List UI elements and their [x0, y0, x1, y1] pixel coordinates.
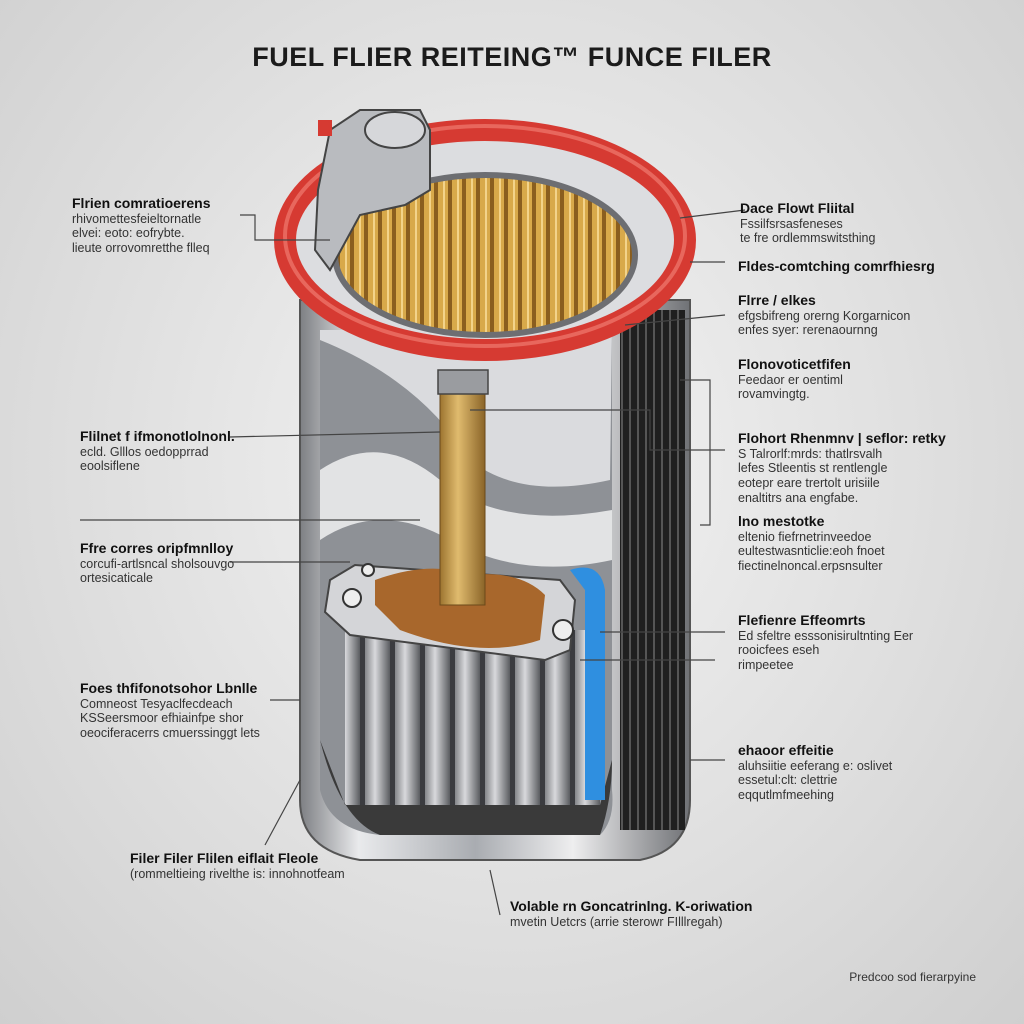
- left-leader-lines: [80, 214, 501, 916]
- label-left-3-line: ortesicaticale: [80, 571, 153, 586]
- label-right-4: Flonovoticetfifen Feedaor er oentiml rov…: [738, 356, 851, 402]
- label-bottom-1: Volable rn Goncatrinlng. K-oriwation mve…: [510, 898, 752, 929]
- label-right-6-line: fiectinelnoncal.erpsnsulter: [738, 559, 883, 574]
- label-right-8-line: aluhsiitie eeferang e: oslivet: [738, 758, 893, 773]
- inner-pleated-media: [335, 175, 635, 335]
- label-right-4-heading: Flonovoticetfifen: [738, 356, 851, 372]
- label-left-3-heading: Ffre corres oripfmnlloy: [80, 540, 234, 556]
- label-left-5-heading: Filer Filer Flilen eiflait Fleole: [130, 850, 319, 866]
- label-right-8: ehaoor effeitie aluhsiitie eeferang e: o…: [738, 742, 892, 803]
- center-tube-cap: [437, 369, 489, 395]
- blue-seal: [570, 567, 605, 800]
- label-right-6-line: eultestwasnticlie:eoh fnoet: [738, 544, 885, 559]
- label-right-7: Flefienre Effeomrts Ed sfeltre esssonisi…: [738, 612, 913, 673]
- base-bolt-right: [552, 619, 574, 641]
- label-left-4-heading: Foes thfifonotsohor Lbnlle: [80, 680, 258, 696]
- bracket-port: [364, 111, 426, 149]
- label-left-4-line: Comneost Tesyaclfecdeach: [80, 696, 233, 711]
- label-left-1-line: lieute orrovomretthe flleq: [72, 241, 210, 256]
- label-right-7-heading: Flefienre Effeomrts: [738, 612, 866, 628]
- label-right-4-line: Feedaor er oentiml: [738, 372, 843, 387]
- right-leader-lines: [470, 209, 746, 761]
- label-left-1-heading: Flrien comratioerens: [72, 195, 211, 211]
- red-valve-cap: [318, 120, 332, 136]
- label-right-1-line: Fssilfsrsasfeneses: [740, 216, 843, 231]
- red-gasket-shine: [283, 124, 687, 348]
- label-right-8-line: eqqutlmfmeehing: [738, 788, 834, 803]
- label-left-2-line: eoolsiflene: [80, 459, 140, 474]
- label-right-2: Fldes-comtching comrfhiesrg: [738, 258, 935, 275]
- label-right-4-line: rovamvingtg.: [738, 387, 810, 402]
- center-tube: [439, 384, 486, 606]
- sediment-base: [320, 740, 612, 835]
- footer-caption: Predcoo sod fierarpyine: [849, 970, 976, 984]
- label-left-4: Foes thfifonotsohor Lbnlle Comneost Tesy…: [80, 680, 260, 741]
- label-right-6-line: eltenio fiefrnetrinveedoe: [738, 529, 872, 544]
- label-left-5: Filer Filer Flilen eiflait Fleole (romme…: [130, 850, 345, 881]
- base-bolt-left: [342, 588, 362, 608]
- page-title: FUEL FLIER REITEING™ FUNCE FILER: [252, 42, 772, 72]
- label-right-5-heading: Flohort Rhenmnv | seflor: retky: [738, 430, 946, 446]
- label-right-6-heading: lno mestotke: [738, 513, 825, 529]
- lower-metal-pleats: [345, 630, 600, 805]
- label-left-3-line: corcufi-artlsncal sholsouvgo: [80, 556, 235, 571]
- outer-pleated-media: [620, 310, 685, 830]
- label-left-2-heading: Flilnet f ifmonotlolnonl.: [80, 428, 235, 444]
- label-left-4-line: KSSeersmoor efhiainfpe shor: [80, 711, 244, 726]
- label-right-7-line: rimpeetee: [738, 658, 794, 673]
- label-left-2-line: ecld. Glllos oedopprrad: [80, 444, 209, 459]
- top-bracket: [313, 109, 431, 272]
- label-left-5-line: (rommeltieing rivelthe is: innohnotfeam: [130, 866, 345, 881]
- label-right-3-line: efgsbifreng orerng Korgarnicon: [738, 308, 911, 323]
- label-right-6: lno mestotke eltenio fiefrnetrinveedoe e…: [738, 513, 885, 574]
- label-bottom-1-line: mvetin Uetcrs (arrie sterowr FIlllregah): [510, 914, 723, 929]
- label-right-1-heading: Dace Flowt Fliital: [740, 200, 855, 216]
- label-right-7-line: rooicfees eseh: [738, 643, 820, 658]
- label-right-3: Flrre / elkes efgsbifreng orerng Korgarn…: [738, 292, 910, 338]
- label-right-5-line: S Talrorlf:mrds: thatlrsvalh: [738, 446, 883, 461]
- label-right-1: Dace Flowt Fliital Fssilfsrsasfeneses te…: [740, 200, 875, 246]
- label-right-8-heading: ehaoor effeitie: [738, 742, 834, 758]
- label-right-1-line: te fre ordlemmswitsthing: [740, 231, 876, 246]
- label-right-7-line: Ed sfeltre esssonisirultnting Eer: [738, 628, 914, 643]
- label-left-1-line: elvei: eoto: eofrybte.: [72, 226, 185, 241]
- label-right-3-line: enfes syer: rerenaournng: [738, 323, 878, 338]
- brown-filter-pad: [375, 568, 545, 648]
- label-right-5: Flohort Rhenmnv | seflor: retky S Talror…: [738, 430, 946, 506]
- label-right-5-line: lefes Stleentis st rentlengle: [738, 461, 888, 476]
- label-bottom-1-heading: Volable rn Goncatrinlng. K-oriwation: [510, 898, 753, 914]
- label-right-5-line: eotepr eare trertolt urisiile: [738, 476, 880, 491]
- label-right-8-line: essetul:clt: clettrie: [738, 773, 838, 788]
- label-left-1: Flrien comratioerens rhivomettesfeieltor…: [72, 195, 211, 256]
- base-bolt-top: [361, 563, 375, 577]
- label-left-2: Flilnet f ifmonotlolnonl. ecld. Glllos o…: [80, 428, 235, 474]
- label-right-5-line: enaltitrs ana engfabe.: [738, 490, 859, 505]
- label-left-4-line: oeociferacerrs cmuerssinggt lets: [80, 726, 260, 741]
- label-left-1-line: rhivomettesfeieltornatle: [72, 211, 202, 226]
- label-right-2-heading: Fldes-comtching comrfhiesrg: [738, 258, 935, 274]
- label-left-3: Ffre corres oripfmnlloy corcufi-artlsnca…: [80, 540, 234, 586]
- label-right-3-heading: Flrre / elkes: [738, 292, 816, 308]
